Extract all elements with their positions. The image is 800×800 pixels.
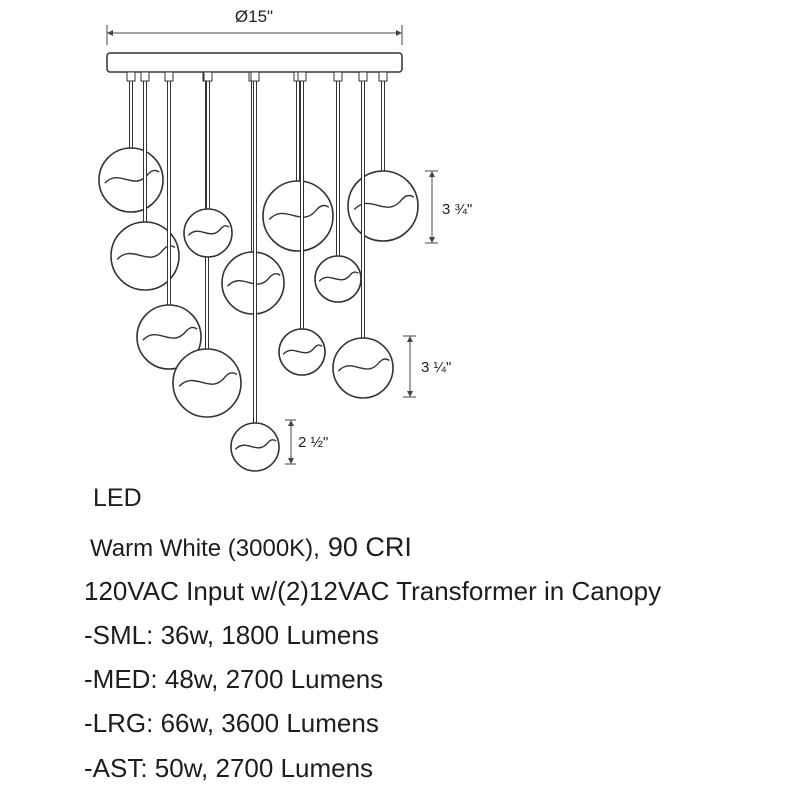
globe-wave (353, 194, 415, 210)
pendant-mount (378, 71, 388, 82)
pendant-mount (164, 71, 174, 82)
globe-wave (227, 273, 281, 287)
pendant-mount (250, 71, 260, 82)
pendant-mount (140, 71, 150, 82)
canopy (106, 52, 403, 73)
small-dim-label: 2 ½" (298, 434, 328, 451)
large-globe-dimension: 3 ¾" (425, 170, 472, 244)
globe-wave (187, 225, 230, 236)
small-globe-dimension: 2 ½" (285, 419, 328, 465)
pendant-cord (253, 80, 257, 424)
pendant-diagram: Ø15" 3 ¾" 3 ¼" 2 ½" (98, 7, 472, 472)
canopy-width-dimension: Ø15" (106, 7, 403, 45)
pendant-cord (143, 80, 147, 223)
pendant-mount (358, 71, 368, 82)
spec-color-temp-line: Warm White (3000K), 90 CRI (90, 532, 800, 563)
canopy-diameter-label: Ø15" (235, 7, 273, 26)
globe-wave (234, 439, 277, 450)
spec-title: LED (93, 484, 142, 512)
medium-globe-dimension: 3 ¼" (403, 335, 451, 398)
globe-wave (282, 344, 323, 355)
pendant-cord (381, 80, 385, 172)
pendant-cord (296, 80, 300, 182)
spec-sml: -SML: 36w, 1800 Lumens (84, 620, 379, 650)
pendant-cord (336, 80, 340, 257)
spec-lrg: -LRG: 66w, 3600 Lumens (84, 708, 379, 738)
spec-color-temp: Warm White (3000K), (90, 535, 320, 562)
spec-ast: -AST: 50w, 2700 Lumens (84, 753, 374, 783)
spec-input: 120VAC Input w/(2)12VAC Transformer in C… (84, 576, 662, 606)
pendant-group (98, 71, 419, 472)
spec-cri: 90 CRI (327, 532, 412, 562)
globe-wave (318, 271, 359, 282)
pendant-mount (203, 71, 213, 82)
globe-wave (116, 245, 176, 260)
pendant-mount (333, 71, 343, 82)
pendant-cord (167, 80, 171, 306)
pendant-mount (297, 71, 307, 82)
large-dim-label: 3 ¾" (442, 201, 472, 218)
pendant-mount (126, 71, 136, 82)
pendant-cord (361, 80, 365, 339)
medium-dim-label: 3 ¼" (421, 359, 451, 376)
pendant-cord (300, 80, 304, 330)
globe-wave (337, 358, 390, 372)
globe-wave (268, 204, 330, 220)
globe-wave (104, 169, 160, 184)
globe-wave (142, 326, 198, 341)
pendant-cord (129, 80, 133, 149)
spec-med: -MED: 48w, 2700 Lumens (84, 664, 384, 694)
globe-wave (178, 372, 238, 387)
pendant-cord (206, 80, 210, 210)
